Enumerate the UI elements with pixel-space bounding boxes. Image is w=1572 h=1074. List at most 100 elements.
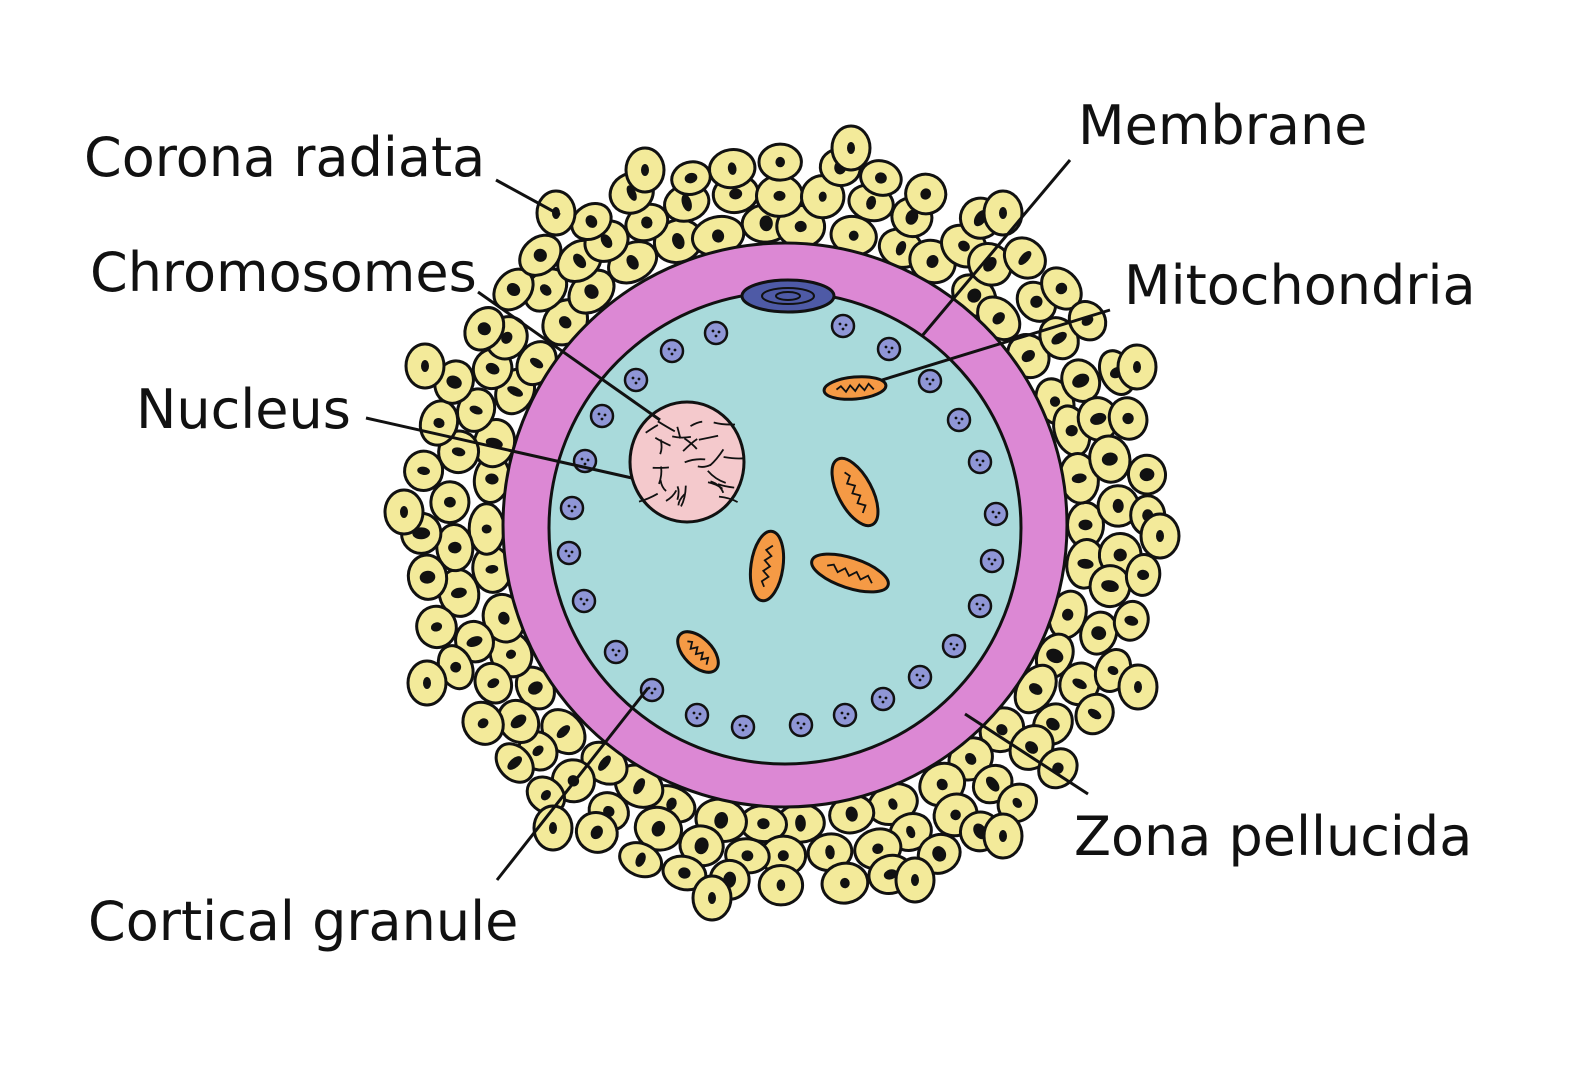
chromosome: [707, 481, 723, 490]
corona-cell: [1079, 610, 1119, 656]
cortical-granule: [684, 702, 710, 728]
cortical-granule: [703, 320, 729, 346]
leader-mitochondria: [881, 308, 1111, 382]
chromosome: [713, 421, 736, 426]
label-nucleus: Nucleus: [136, 378, 351, 441]
chromosome: [697, 463, 712, 468]
cortical-granule: [623, 367, 649, 393]
cortical-granule: [946, 407, 972, 433]
corona-cell: [435, 523, 475, 573]
corona-cell: [1047, 589, 1088, 640]
corona-cell: [574, 810, 619, 854]
label-membrane: Membrane: [1078, 94, 1367, 157]
corona-cell: [1096, 484, 1140, 528]
cortical-granule: [730, 714, 756, 740]
corona-cell: [406, 659, 448, 707]
label-cortical-granule: Cortical granule: [88, 890, 518, 953]
corona-cell: [1107, 396, 1149, 441]
mitochondrion: [830, 456, 880, 528]
cortical-granule: [659, 338, 685, 364]
nucleus: [628, 400, 746, 524]
corona-cell: [904, 172, 948, 216]
cortical-granule: [907, 664, 933, 690]
cortical-granule: [556, 540, 582, 566]
chromosome: [659, 439, 663, 455]
label-corona-radiata: Corona radiata: [84, 126, 485, 189]
corona-cell: [1088, 434, 1132, 484]
cortical-granule: [571, 588, 597, 614]
corona-cell: [757, 142, 803, 182]
corona-cell: [820, 861, 870, 905]
corona-cell: [406, 553, 449, 601]
cortical-granule: [917, 368, 943, 394]
corona-cell: [859, 159, 903, 197]
chromosome: [682, 438, 698, 452]
cortical-granule: [603, 639, 629, 665]
corona-cell: [894, 856, 936, 904]
corona-cell: [1002, 236, 1047, 280]
chromosome: [709, 448, 725, 467]
cortical-granule: [639, 677, 665, 703]
leader-chromosomes: [477, 290, 661, 422]
cortical-granule: [559, 495, 585, 521]
corona-cell: [473, 661, 514, 705]
mitochondria-group: [676, 375, 890, 674]
chromosome: [657, 420, 676, 433]
corona-cell: [982, 189, 1024, 237]
corona-cell: [1088, 564, 1132, 609]
cortical-granule: [788, 712, 814, 738]
chromosome: [690, 420, 703, 427]
cortical-granule: [979, 548, 1005, 574]
corona-radiata: [383, 124, 1181, 922]
cortical-granule: [832, 702, 858, 728]
label-chromosomes: Chromosomes: [90, 241, 477, 304]
leader-cortical-granule: [495, 687, 650, 881]
corona-cell: [494, 742, 535, 784]
corona-cell: [1117, 663, 1159, 711]
cortical-granules: [556, 313, 1009, 740]
corona-cell: [456, 387, 497, 433]
corona-cell: [1112, 599, 1150, 642]
cortical-granule: [967, 593, 993, 619]
cortical-granule: [941, 633, 967, 659]
corona-cell: [383, 488, 425, 536]
corona-cell: [461, 700, 505, 746]
chromosome: [677, 493, 686, 506]
mitochondrion: [810, 552, 890, 594]
corona-cell: [463, 306, 506, 352]
chromosome: [676, 486, 680, 500]
chromosome: [718, 495, 739, 503]
cortical-granule: [830, 313, 856, 339]
corona-cell: [532, 804, 574, 852]
cortical-granule: [876, 336, 902, 362]
cortical-granule: [983, 501, 1009, 527]
chromosome: [698, 434, 719, 441]
leader-lines: [365, 159, 1111, 881]
corona-cell: [429, 480, 471, 525]
corona-cell: [830, 124, 872, 172]
chromosome: [680, 485, 687, 507]
corona-cell: [618, 841, 664, 879]
chromosome: [671, 435, 692, 439]
corona-cell: [1060, 358, 1102, 403]
label-mitochondria: Mitochondria: [1124, 254, 1476, 317]
corona-cell: [707, 148, 757, 190]
corona-cell: [1124, 552, 1162, 597]
chromosome: [717, 483, 735, 489]
label-zona-pellucida: Zona pellucida: [1074, 805, 1472, 868]
mitochondrion: [822, 375, 888, 401]
corona-cell: [652, 218, 704, 265]
corona-cell: [1139, 512, 1181, 560]
cortical-granule: [870, 686, 896, 712]
chromosome: [684, 458, 706, 464]
corona-cell: [403, 449, 445, 492]
mitochondrion: [748, 529, 786, 603]
leader-corona-radiata: [495, 178, 561, 217]
chromosome: [665, 489, 678, 502]
corona-cell: [467, 502, 506, 556]
corona-cell: [404, 342, 446, 390]
cortical-granule: [967, 449, 993, 475]
cytoplasm: [547, 290, 1023, 766]
corona-cell: [415, 604, 458, 650]
